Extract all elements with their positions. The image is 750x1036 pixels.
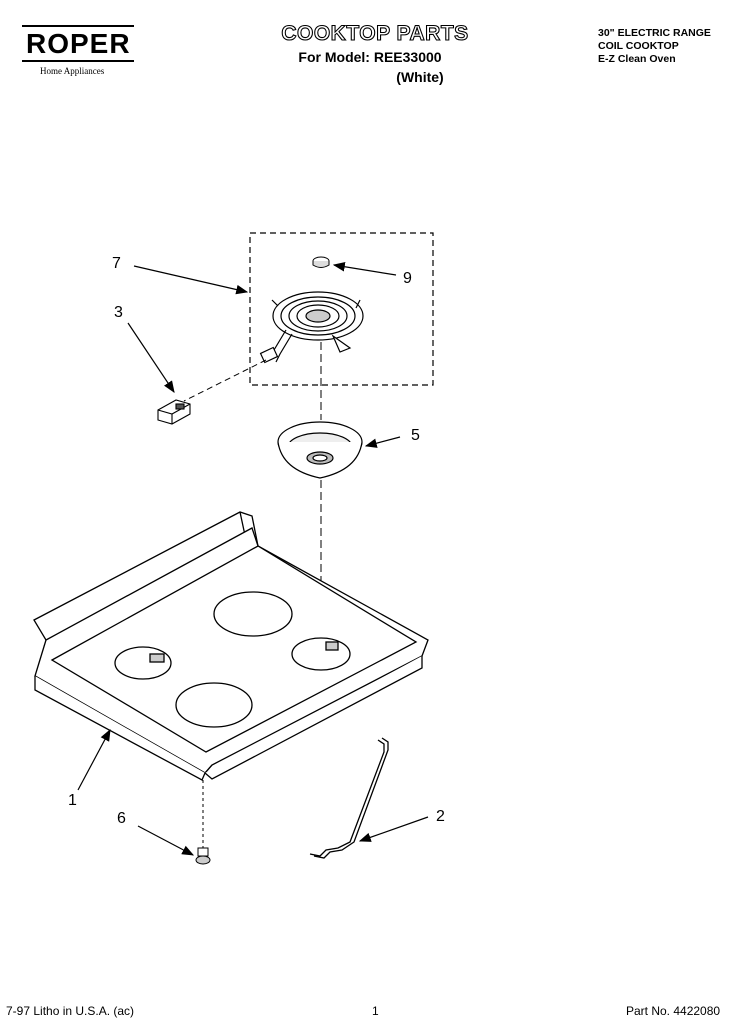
page-title: COOKTOP PARTS — [281, 21, 469, 45]
callout-3: 3 — [114, 304, 123, 321]
brand-logo: ROPER Home Appliances — [22, 22, 142, 76]
spec-line-cooktop: COIL COOKTOP — [598, 40, 679, 52]
brand-tagline: Home Appliances — [40, 66, 105, 76]
callout-6: 6 — [117, 810, 126, 827]
spec-line-oven: E-Z Clean Oven — [598, 53, 676, 65]
callout-5: 5 — [411, 427, 420, 444]
leader-7 — [133, 265, 249, 295]
leader-5 — [364, 436, 401, 448]
color-variant: (White) — [396, 69, 444, 85]
leader-1 — [77, 728, 111, 791]
brand-name: ROPER — [26, 28, 131, 59]
litho-note: 7-97 Litho in U.S.A. (ac) — [6, 1004, 135, 1018]
element-assembly-box — [249, 232, 434, 386]
callout-leaders — [77, 261, 429, 856]
leader-9 — [332, 261, 397, 276]
callout-2: 2 — [436, 808, 445, 825]
callout-1: 1 — [68, 792, 77, 809]
part-6-screw — [195, 780, 211, 865]
part-7-surface-element — [259, 291, 364, 364]
callout-7: 7 — [112, 255, 121, 272]
terminal-guide-line — [183, 359, 267, 402]
logo-frame — [22, 25, 134, 62]
page-number: 1 — [372, 1004, 379, 1018]
spec-line-range: 30" ELECTRIC RANGE — [598, 27, 711, 39]
callout-9: 9 — [403, 270, 412, 287]
leader-6 — [137, 825, 195, 856]
part-9-cap — [312, 256, 330, 268]
part-number: Part No. 4422080 — [626, 1004, 721, 1018]
leader-3 — [127, 322, 175, 393]
model-line: For Model: REE33000 — [298, 49, 442, 65]
leader-2 — [358, 816, 429, 842]
part-1-main-top — [33, 511, 429, 781]
part-5-drip-bowl — [277, 421, 363, 479]
part-3-receptacle — [157, 399, 191, 425]
part-2-support-rod — [309, 737, 389, 859]
